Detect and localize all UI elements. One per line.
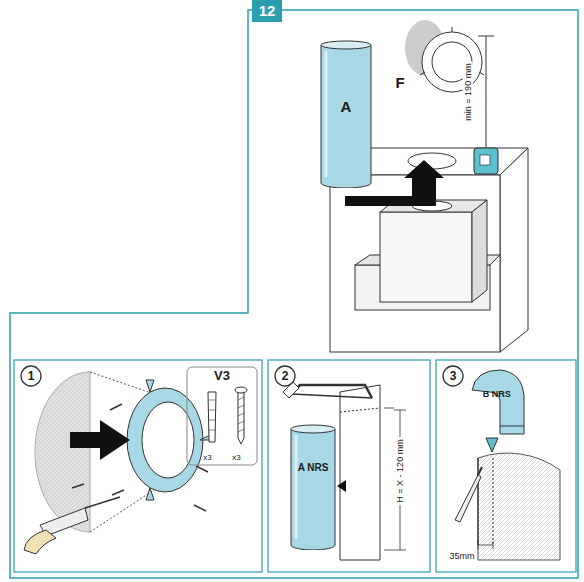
panel-frame — [268, 360, 430, 572]
part-label: A — [341, 99, 352, 115]
fixing-kit-icons — [208, 387, 247, 444]
callout-number: 1 — [28, 370, 35, 383]
callout-number: 2 — [282, 370, 289, 383]
elbow-shape — [470, 368, 526, 436]
step-frame — [10, 10, 578, 578]
part-label: B NRS — [482, 390, 512, 399]
cyl-shape — [290, 424, 336, 550]
step-badge: 12 — [252, 0, 282, 22]
part-shape: V3 x3 x3 — [186, 366, 258, 466]
callout-number: 2 — [274, 365, 296, 387]
part-label: x3 — [232, 454, 240, 462]
part-shape: A — [320, 40, 372, 188]
pipe-cutting — [283, 382, 406, 560]
panel-frame — [14, 360, 262, 572]
callout-number: 3 — [450, 370, 457, 383]
dimension-label: min = 190 mm — [463, 61, 473, 122]
part-shape: A NRS — [290, 424, 336, 550]
part-shape: B NRS — [470, 368, 526, 436]
part-letter: F — [393, 74, 406, 91]
elbow-marking — [455, 438, 560, 560]
wall-mounting — [24, 372, 212, 554]
part-label: x3 — [203, 454, 211, 462]
part-label: V3 — [214, 369, 230, 383]
callout-number: 3 — [442, 365, 464, 387]
callout-number: 1 — [20, 365, 42, 387]
panel-frame — [436, 360, 576, 572]
dimension-label: 35mm — [447, 551, 476, 561]
part-label: A NRS — [295, 463, 331, 474]
part-label: 12 — [259, 3, 276, 19]
dimension-label: H = X - 120 mm — [395, 437, 405, 504]
